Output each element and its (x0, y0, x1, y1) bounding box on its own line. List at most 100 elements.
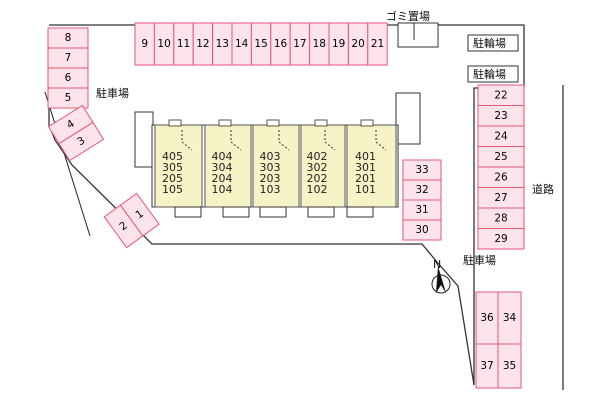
parking-spot: 28 (477, 207, 525, 229)
parking-spot: 35 (497, 343, 522, 389)
unit-number: 205 (162, 172, 183, 185)
svg-text:8: 8 (65, 32, 72, 44)
parking-spot: 9 (134, 22, 155, 66)
parking-spot: 37 (475, 343, 499, 389)
parking-spot: 34 (497, 291, 522, 345)
svg-text:12: 12 (196, 38, 209, 50)
bicycle-label-1: 駐輪場 (473, 36, 506, 50)
parking-spot: 31 (402, 199, 442, 221)
unit-number: 103 (260, 183, 281, 196)
parking-spot: 17 (289, 22, 311, 66)
unit-number: 301 (355, 161, 376, 174)
unit-number: 302 (307, 161, 328, 174)
north-arrow-icon: N (431, 258, 451, 294)
svg-text:16: 16 (274, 38, 288, 50)
svg-text:37: 37 (480, 360, 493, 372)
bicycle-sign-1 (467, 34, 519, 52)
unit-number: 405 (162, 150, 183, 163)
parking-spot: 30 (402, 219, 442, 241)
parking-spot: 11 (173, 22, 194, 66)
svg-text:10: 10 (157, 38, 170, 50)
parking-spot: 22 (477, 84, 525, 106)
svg-text:22: 22 (494, 89, 507, 101)
svg-text:9: 9 (141, 38, 148, 50)
svg-text:17: 17 (293, 38, 306, 50)
building-outline (134, 111, 154, 168)
parking-spot: 7 (47, 47, 89, 69)
parking-spot: 21 (367, 22, 388, 66)
unit-number: 104 (212, 183, 233, 196)
svg-text:25: 25 (494, 151, 507, 163)
svg-text:35: 35 (503, 360, 516, 372)
garbage-area (397, 22, 439, 48)
bicycle-sign-2 (467, 65, 519, 83)
parking-spot: 3 (58, 121, 105, 162)
unit-number: 303 (260, 161, 281, 174)
parking-spot: 29 (477, 228, 525, 250)
units-group: 4053052051054043042041044033032031034023… (154, 119, 397, 208)
svg-text:13: 13 (216, 38, 229, 50)
lot-boundary-left (44, 91, 91, 237)
parking-spot: 32 (402, 179, 442, 201)
parking-spot: 33 (402, 159, 442, 181)
svg-text:20: 20 (351, 38, 364, 50)
balconies (174, 206, 374, 218)
svg-text:27: 27 (494, 192, 507, 204)
unit-number: 203 (260, 172, 281, 185)
svg-text:N: N (433, 258, 441, 271)
unit-number: 101 (355, 183, 376, 196)
unit-number: 105 (162, 183, 183, 196)
garbage-label: ゴミ置場 (386, 9, 430, 23)
parking-spot: 19 (328, 22, 349, 66)
unit-number: 305 (162, 161, 183, 174)
svg-text:30: 30 (415, 224, 428, 236)
parking-spot: 16 (270, 22, 291, 66)
unit-number: 401 (355, 150, 376, 163)
parking-spot: 20 (347, 22, 369, 66)
svg-text:28: 28 (494, 212, 507, 224)
parking-spot: 23 (477, 105, 525, 127)
unit-number: 404 (212, 150, 233, 163)
unit-number: 403 (260, 150, 281, 163)
parking-spot: 25 (477, 146, 525, 168)
parking-spot: 12 (192, 22, 214, 66)
parking-spot: 6 (47, 67, 89, 89)
parking-spot: 36 (475, 291, 499, 345)
svg-text:36: 36 (480, 312, 494, 324)
parking-spot: 1 (119, 192, 160, 237)
svg-text:26: 26 (494, 171, 508, 183)
unit-number: 304 (212, 161, 233, 174)
svg-text:19: 19 (332, 38, 345, 50)
svg-text:23: 23 (494, 110, 507, 122)
parking-spot: 10 (153, 22, 175, 66)
bicycle-label-2: 駐輪場 (473, 67, 506, 81)
parking-label-lower: 駐車場 (463, 253, 496, 267)
parking-spot: 15 (250, 22, 272, 66)
parking-spot: 18 (309, 22, 330, 66)
svg-text:32: 32 (415, 184, 428, 196)
svg-text:18: 18 (313, 38, 326, 50)
svg-text:7: 7 (65, 52, 72, 64)
parking-spot: 24 (477, 125, 525, 147)
unit-number: 402 (307, 150, 328, 163)
unit-number: 204 (212, 172, 233, 185)
parking-spot: 27 (477, 187, 525, 209)
svg-text:15: 15 (254, 38, 267, 50)
svg-text:5: 5 (65, 92, 72, 104)
parking-label-upper: 駐車場 (96, 86, 129, 100)
svg-text:33: 33 (415, 164, 428, 176)
svg-text:21: 21 (371, 38, 384, 50)
parking-spot: 5 (47, 87, 89, 109)
unit-number: 201 (355, 172, 376, 185)
parking-spot: 26 (477, 166, 525, 188)
svg-text:24: 24 (494, 130, 508, 142)
road-label: 道路 (532, 182, 554, 196)
svg-text:6: 6 (65, 72, 72, 84)
